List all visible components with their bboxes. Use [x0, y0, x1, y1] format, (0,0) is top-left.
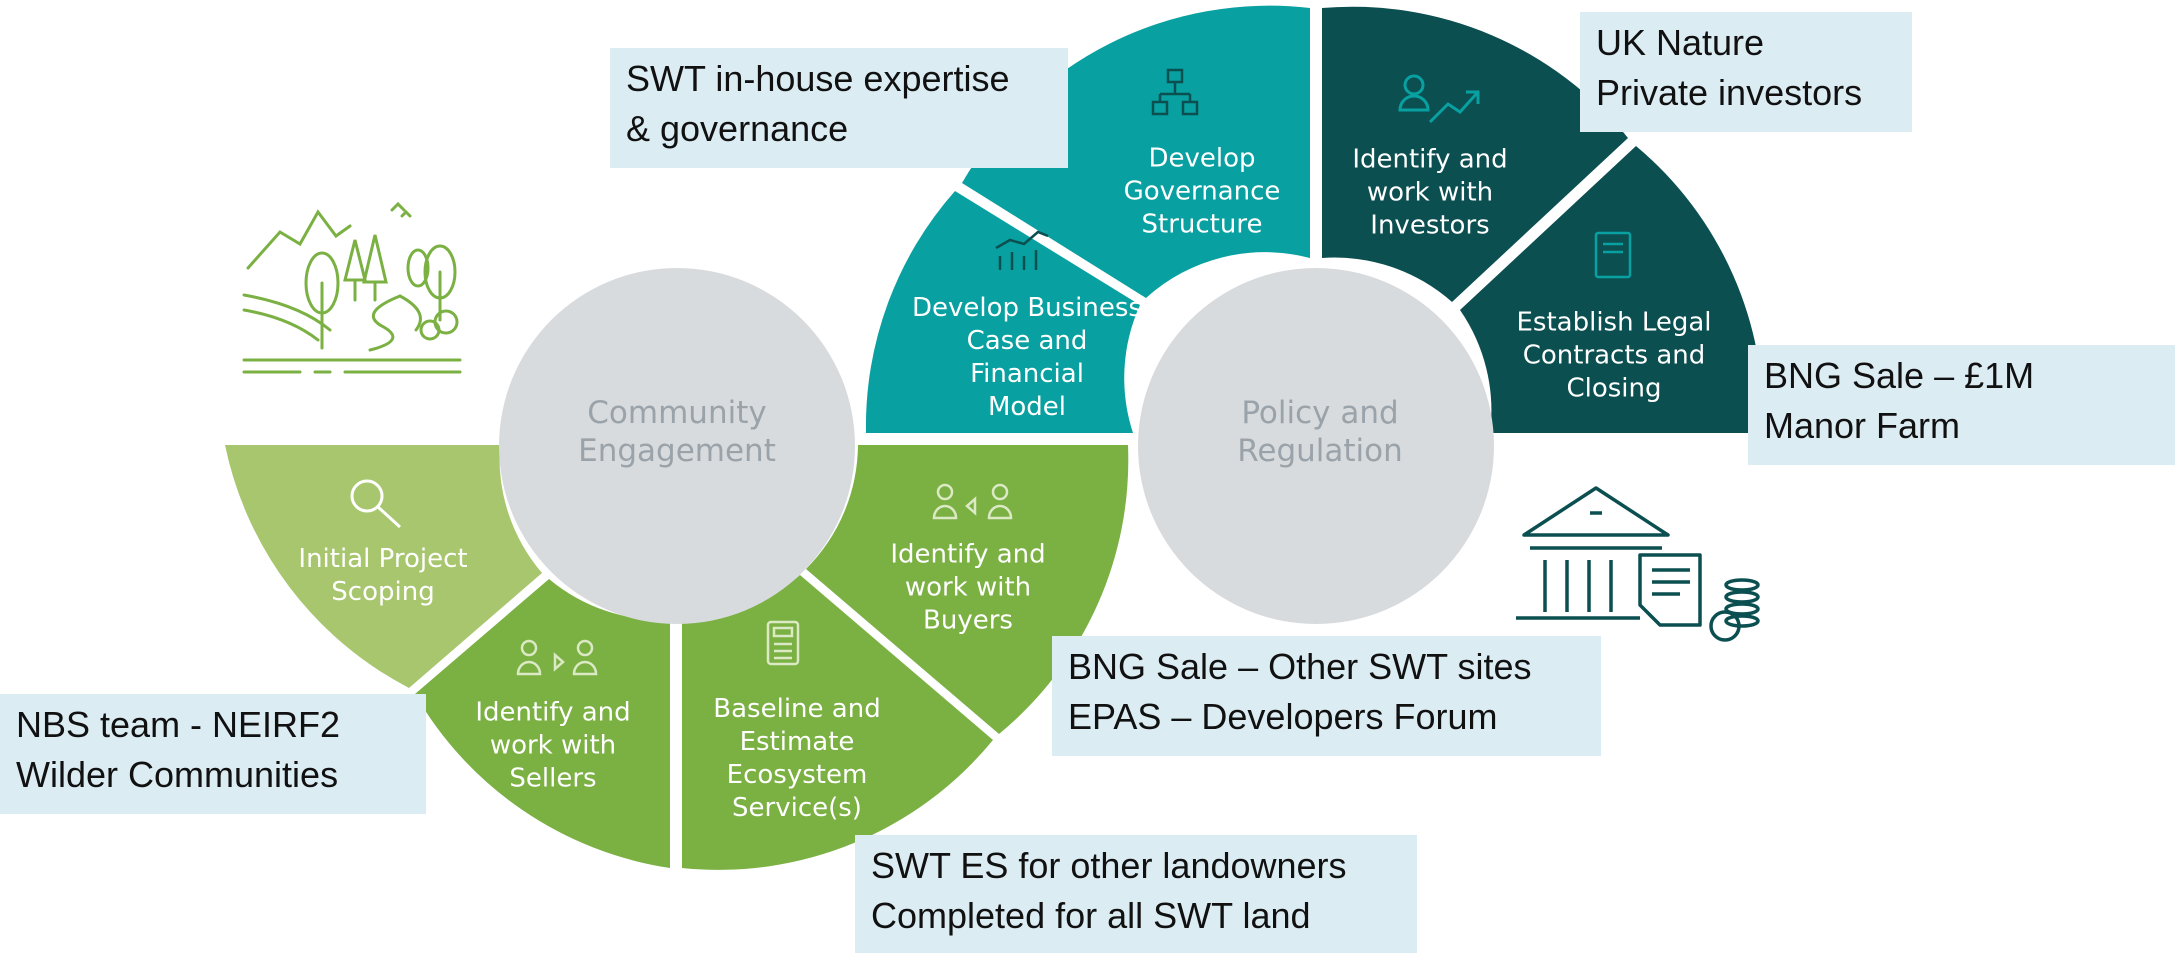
segment-legal: [1460, 146, 1764, 433]
bank-building-icon: [1516, 486, 1760, 642]
callout-bng-manor-line1: BNG Sale – £1M: [1764, 355, 2035, 396]
hub-community: [499, 268, 855, 624]
callout-swt-es-line1: SWT ES for other landowners: [871, 845, 1347, 886]
chart-icon: [995, 230, 1049, 270]
callout-bng-other-line2: EPAS – Developers Forum: [1068, 696, 1498, 737]
segment-baseline: [682, 575, 993, 870]
segment-buyers: [806, 445, 1129, 734]
landscape-icon: [242, 201, 462, 374]
segment-label-legal: Establish Legal Contracts and Closing: [1516, 307, 1712, 404]
callout-swt-es: SWT ES for other landowners Completed fo…: [855, 835, 1417, 953]
callout-bng-manor-line2: Manor Farm: [1764, 405, 1961, 446]
contract-icon: [1594, 231, 1632, 279]
people-exchange-icon: [516, 639, 598, 676]
callout-uk-nature-line2: Private investors: [1596, 72, 1863, 113]
callout-nbs-team-line2: Wilder Communities: [16, 754, 339, 795]
callout-expertise: SWT in-house expertise & governance: [610, 48, 1068, 168]
segment-initial-scoping: [225, 445, 542, 688]
callout-uk-nature: UK Nature Private investors: [1580, 12, 1912, 132]
segment-investors: [1322, 6, 1628, 303]
segment-label-buyers: Identify and work with Buyers: [890, 539, 1046, 636]
callout-bng-other-line1: BNG Sale – Other SWT sites: [1068, 646, 1532, 687]
people-exchange-icon-buyers: [932, 483, 1013, 520]
segment-label-business-case: Develop Business Case and Financial Mode…: [912, 293, 1142, 422]
segment-governance: [962, 5, 1310, 298]
segment-business-case-shape: [865, 191, 1140, 433]
callout-nbs-team: NBS team - NEIRF2 Wilder Communities: [0, 694, 426, 814]
callout-bng-manor: BNG Sale – £1M Manor Farm: [1748, 345, 2175, 465]
investor-growth-icon: [1398, 74, 1480, 124]
segment-label-investors: Identify and work with Investors: [1352, 144, 1508, 241]
segment-label-initial-scoping: Initial Project Scoping: [298, 544, 468, 607]
segment-label-governance: Develop Governance Structure: [1123, 143, 1281, 240]
magnifier-icon: [350, 479, 402, 529]
callout-expertise-line2: & governance: [626, 108, 849, 149]
hub-policy: [1138, 268, 1494, 624]
callout-expertise-line1: SWT in-house expertise: [626, 58, 1010, 99]
segment-label-sellers: Identify and work with Sellers: [475, 697, 631, 794]
callout-uk-nature-line1: UK Nature: [1596, 22, 1765, 63]
callout-swt-es-line2: Completed for all SWT land: [871, 895, 1311, 936]
calculator-icon: [766, 620, 800, 666]
segment-label-baseline: Baseline and Estimate Ecosystem Service(…: [713, 694, 881, 823]
hub-label-community: Community Engagement: [578, 395, 776, 469]
segment-sellers: [415, 579, 670, 868]
callout-bng-other: BNG Sale – Other SWT sites EPAS – Develo…: [1052, 636, 1601, 756]
callout-nbs-team-line1: NBS team - NEIRF2: [16, 704, 341, 745]
hub-label-policy: Policy and Regulation: [1237, 395, 1403, 469]
org-chart-icon: [1151, 68, 1199, 116]
